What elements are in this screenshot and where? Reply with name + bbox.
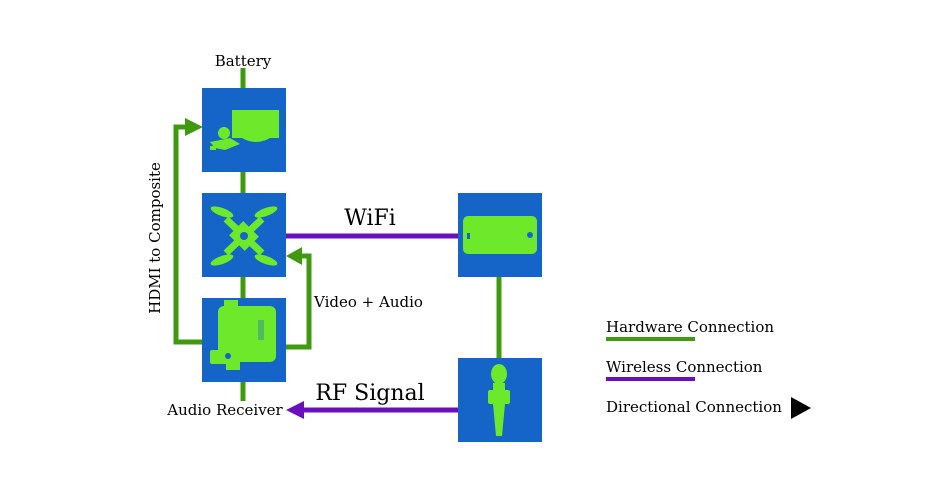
video-audio-link <box>286 253 312 350</box>
battery-label: Battery <box>215 52 272 70</box>
phone-node <box>458 193 542 277</box>
legend-hardware-label: Hardware Connection <box>606 318 774 336</box>
microphone-node <box>458 358 542 442</box>
hdmi-arrowhead <box>185 118 203 136</box>
legend-directional-label: Directional Connection <box>606 398 782 416</box>
rf-arrowhead <box>286 401 304 419</box>
drone-node <box>202 193 286 277</box>
legend-wireless-label: Wireless Connection <box>606 358 763 376</box>
rf-signal-label: RF Signal <box>315 381 424 406</box>
video-transmitter-node <box>202 88 286 172</box>
audio-receiver-label: Audio Receiver <box>166 401 283 419</box>
drone-icon <box>210 206 278 266</box>
wireless-connections <box>286 233 458 419</box>
camera-node <box>202 298 286 382</box>
hdmi-to-composite-label: HDMI to Composite <box>146 162 164 314</box>
hardware-connections <box>173 68 502 401</box>
wifi-label: WiFi <box>344 206 396 231</box>
video-audio-arrowhead <box>286 247 302 265</box>
video-transmitter-icon <box>210 110 279 150</box>
hdmi-to-composite-link <box>173 124 202 345</box>
camera-icon <box>210 300 276 370</box>
arrow-icon <box>791 397 811 419</box>
legend: Hardware Connection Wireless Connection … <box>606 318 811 419</box>
video-audio-label: Video + Audio <box>313 293 423 311</box>
microphone-icon <box>488 364 510 436</box>
phone-icon <box>463 216 537 254</box>
